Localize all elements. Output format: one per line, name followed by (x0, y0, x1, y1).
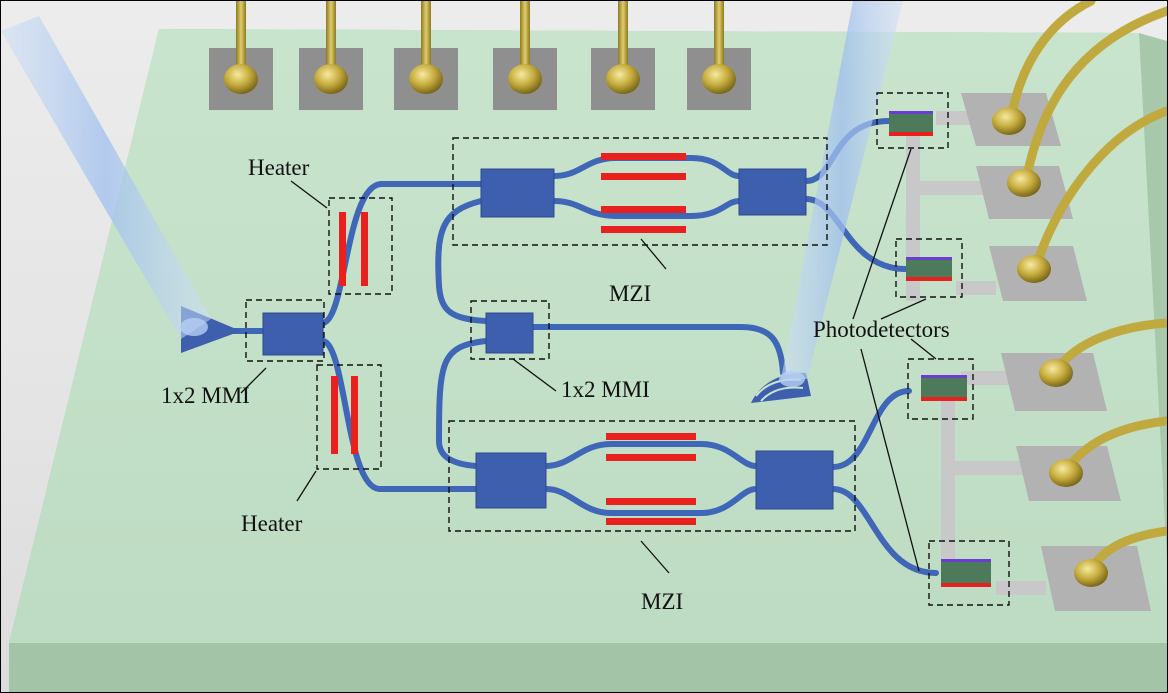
photodetectors-label: Photodetectors (813, 317, 950, 342)
heater-bottom-label: Heater (241, 511, 303, 536)
mzi-bottom-box (448, 420, 856, 532)
optical-fibers (1, 1, 903, 387)
photodetector-2 (906, 257, 952, 281)
heater-top-label: Heater (248, 155, 310, 180)
photodetector-3 (921, 375, 967, 401)
mmi-center-block (485, 312, 534, 354)
right-pad-balls (992, 107, 1108, 587)
pd-box-2 (895, 238, 963, 298)
mmi-left-label: 1x2 MMI (161, 383, 250, 408)
photodetector-1 (889, 111, 933, 136)
mmi-center-label: 1x2 MMI (561, 377, 650, 402)
right-electrodes (906, 93, 1151, 611)
pd-box-4 (928, 540, 1010, 606)
mzi-bottom-out-block (755, 450, 834, 510)
chip-substrate (9, 29, 1167, 692)
mzi-top-in-block (480, 168, 555, 218)
mzi-bottom-label: MZI (641, 589, 683, 614)
heaters (331, 153, 696, 525)
pd-box-3 (907, 358, 974, 420)
photodetector-4 (941, 559, 991, 587)
leader-lines (240, 148, 937, 574)
heater-top-box (328, 197, 393, 295)
pd-box-1 (876, 92, 949, 149)
mzi-top-out-block (738, 168, 807, 216)
mmi-left-block (262, 312, 324, 356)
mmi-blocks (262, 168, 834, 510)
top-bond-pads (209, 1, 751, 110)
photodetectors (889, 111, 991, 587)
mmi-center-box (470, 300, 550, 360)
mzi-bottom-in-block (475, 452, 547, 509)
annotation-boxes (245, 92, 1010, 606)
mzi-top-label: MZI (609, 281, 651, 306)
right-bond-wires (1006, 1, 1167, 574)
heater-bottom-box (316, 364, 382, 470)
